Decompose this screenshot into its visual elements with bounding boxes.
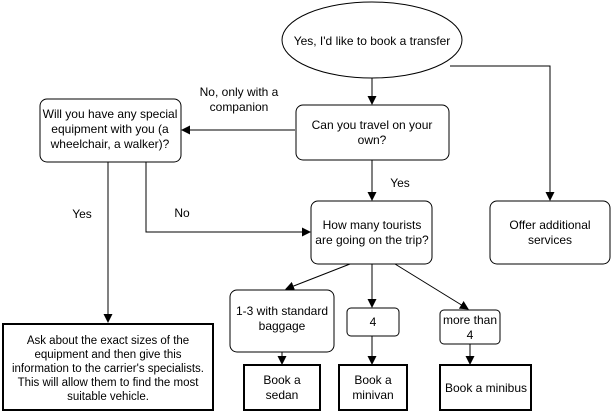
additional-services-box	[489, 200, 611, 265]
ask-sizes-label-line-2: equipment and then give this	[34, 349, 181, 361]
edge-label-yes-travel: Yes	[390, 176, 410, 190]
edge-how-many-to-more-than-four	[394, 263, 469, 310]
ask-sizes-label-line-3: information to the carrier's specialists…	[12, 363, 204, 375]
connectors	[103, 65, 555, 365]
edge-start-to-additional-services	[450, 65, 555, 201]
four-label: 4	[370, 315, 377, 329]
edge-label-no-equipment: No	[174, 206, 190, 220]
more-than-four-label-line-2: 4	[467, 328, 474, 342]
how-many-label-line-2: are going on the trip?	[315, 233, 429, 247]
book-minivan-label-line-2: minivan	[352, 388, 393, 402]
one-to-three-box	[229, 289, 335, 353]
edge-label-no-companion-line-1: No, only with a	[200, 85, 279, 99]
edge-label-yes-travel-line-1: Yes	[390, 176, 410, 190]
ask-sizes-label: Ask about the exact sizes of the equipmen…	[12, 335, 204, 403]
book-minibus-label-line-1: Book a minibus	[445, 381, 527, 395]
edge-label-yes-equipment-line-1: Yes	[72, 207, 92, 221]
ask-sizes-label-line-5: suitable vehicle.	[67, 391, 149, 403]
travel-own-label-line-2: own?	[358, 133, 387, 147]
travel-own-label-line-1: Can you travel on your	[312, 118, 433, 132]
book-sedan-label-line-1: Book a	[263, 373, 301, 387]
one-to-three-label-line-1: 1-3 with standard	[236, 304, 328, 318]
ask-sizes-label-line-1: Ask about the exact sizes of the	[27, 335, 189, 347]
edge-how-many-to-one-to-three	[285, 263, 351, 291]
travel-own-box	[295, 104, 450, 161]
book-minivan-box	[338, 364, 408, 411]
how-many-label-line-1: How many tourists	[323, 218, 422, 232]
four-label-line-1: 4	[370, 315, 377, 329]
more-than-four-label-line-1: more than	[443, 313, 497, 327]
book-minivan-label-line-1: Book a	[354, 373, 392, 387]
additional-services-label-line-2: services	[528, 233, 572, 247]
ask-sizes-box	[2, 323, 214, 411]
book-sedan-box	[243, 364, 321, 411]
special-equipment-box	[39, 98, 182, 163]
book-minibus-label: Book a minibus	[445, 381, 527, 395]
start-ellipse	[281, 1, 463, 79]
ask-sizes-label-line-4: This will allow them to find the most	[18, 377, 200, 389]
special-equipment-label-line-3: wheelchair, a walker)?	[50, 137, 170, 151]
edge-special-equipment-to-how-many	[145, 162, 311, 237]
book-sedan-label-line-2: sedan	[266, 388, 299, 402]
one-to-three-label-line-2: baggage	[259, 319, 306, 333]
special-equipment-label-line-2: equipment with you (a	[51, 122, 169, 136]
how-many-box	[310, 200, 433, 265]
four-box	[346, 307, 400, 337]
edge-label-yes-equipment: Yes	[72, 207, 92, 221]
start-label: Yes, I'd like to book a transfer	[294, 34, 451, 48]
additional-services-label-line-1: Offer additional	[509, 218, 590, 232]
edge-label-no-equipment-line-1: No	[174, 206, 190, 220]
start-label-line-1: Yes, I'd like to book a transfer	[294, 34, 451, 48]
book-minibus-box	[439, 364, 532, 411]
special-equipment-label-line-1: Will you have any special	[43, 107, 178, 121]
node-labels: Yes, I'd like to book a transfer Can you…	[12, 34, 591, 403]
edge-label-no-companion-line-2: companion	[210, 100, 269, 114]
more-than-four-box	[439, 309, 501, 345]
